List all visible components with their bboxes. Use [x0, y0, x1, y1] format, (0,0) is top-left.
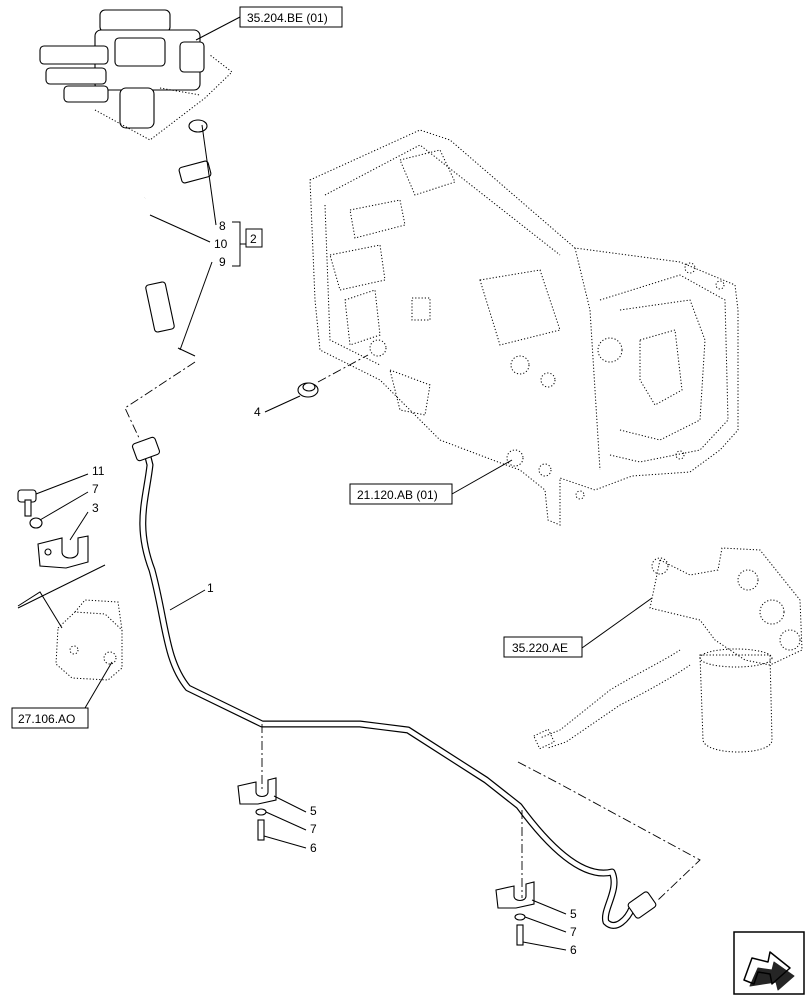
- pump-break-line-left: [17, 591, 63, 629]
- svg-text:35.220.AE: 35.220.AE: [512, 641, 568, 655]
- callout-10: 10: [214, 237, 228, 251]
- pump-drawing: [55, 599, 123, 681]
- leader-4: [264, 395, 301, 413]
- clamp-lower: [495, 881, 535, 946]
- callout-7c: 7: [92, 482, 99, 496]
- transmission-housing-drawing: [309, 129, 739, 526]
- hose-assembly: [133, 119, 230, 357]
- kit-box: 2: [245, 228, 263, 248]
- ref-valve-block[interactable]: 35.204.BE (01): [239, 6, 343, 28]
- svg-text:27.106.AO: 27.106.AO: [18, 712, 75, 726]
- leader-8: [201, 124, 217, 226]
- svg-text:2: 2: [250, 232, 257, 246]
- ref-pump[interactable]: 27.106.AO: [11, 707, 89, 729]
- ref-transmission[interactable]: 21.120.AB (01): [349, 483, 453, 505]
- pump-break-line-right: [17, 564, 106, 609]
- callout-3: 3: [92, 501, 99, 515]
- leader-3: [69, 511, 89, 541]
- callout-7a: 7: [310, 822, 317, 836]
- plug-centerline: [317, 354, 369, 383]
- leader-5b: [531, 899, 567, 915]
- callout-8: 8: [219, 219, 226, 233]
- valve-block-drawing: [39, 9, 233, 141]
- clamp-detail: [17, 489, 89, 569]
- leader-6a: [263, 835, 307, 849]
- plug-part: [297, 382, 319, 398]
- callout-9: 9: [219, 255, 226, 269]
- callout-5b: 5: [570, 907, 577, 921]
- leader-pump: [84, 661, 113, 709]
- leader-valve-block: [195, 16, 241, 41]
- kit-bracket: [232, 221, 241, 267]
- clamp-upper: [237, 777, 277, 841]
- leader-filter: [581, 597, 653, 649]
- leader-1: [169, 589, 206, 611]
- leader-7b: [524, 916, 567, 933]
- svg-text:35.204.BE (01): 35.204.BE (01): [247, 11, 328, 25]
- callout-5a: 5: [310, 804, 317, 818]
- main-pipe: [131, 436, 657, 929]
- leader-5a: [273, 795, 307, 813]
- leader-7c: [39, 491, 89, 521]
- centerline-pipe-to-filter: [517, 761, 701, 901]
- callout-11: 11: [92, 464, 105, 478]
- leader-6b: [522, 941, 567, 951]
- leader-7a: [265, 811, 307, 831]
- callout-1: 1: [207, 581, 214, 595]
- leader-10: [149, 214, 211, 243]
- callout-4: 4: [254, 405, 261, 419]
- callout-6a: 6: [310, 841, 317, 855]
- next-arrow-icon[interactable]: [733, 931, 805, 995]
- leader-11: [35, 473, 89, 495]
- leader-transmission: [451, 459, 513, 495]
- centerline-hose-to-pipe: [124, 361, 196, 441]
- ref-filter[interactable]: 35.220.AE: [503, 636, 583, 658]
- leader-9: [179, 261, 213, 351]
- callout-6b: 6: [570, 943, 577, 957]
- svg-text:21.120.AB (01): 21.120.AB (01): [357, 488, 438, 502]
- callout-7b: 7: [570, 925, 577, 939]
- filter-assembly-drawing: [533, 547, 803, 753]
